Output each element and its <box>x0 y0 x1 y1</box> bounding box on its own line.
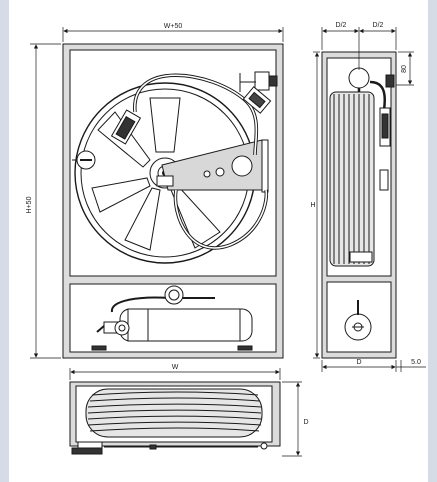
front-dimensions <box>30 27 284 359</box>
bottom-hose-coil <box>85 388 263 438</box>
fire-extinguisher <box>91 285 253 351</box>
dim-bottom-width: W <box>172 364 179 371</box>
dim-side-gap: 5.0 <box>411 359 421 366</box>
dim-side-offset: 80 <box>401 65 408 73</box>
dim-left-height: H+50 <box>26 196 33 213</box>
dim-side-half-left: D/2 <box>336 22 347 29</box>
front-view <box>62 43 284 359</box>
dim-side-half-right: D/2 <box>373 22 384 29</box>
dim-bottom-depth: D <box>303 419 308 426</box>
dim-top-width: W+50 <box>164 23 183 30</box>
dim-side-height: H <box>310 202 315 209</box>
side-hose-coil <box>329 91 375 267</box>
bottom-view <box>69 381 281 455</box>
shutoff-valve <box>239 71 278 114</box>
hose-nozzle <box>110 109 142 145</box>
side-dimensions <box>313 27 426 372</box>
swing-arm <box>161 139 269 193</box>
dim-side-depth: D <box>356 359 361 366</box>
side-view <box>321 51 397 359</box>
bottom-dimensions <box>69 368 302 457</box>
